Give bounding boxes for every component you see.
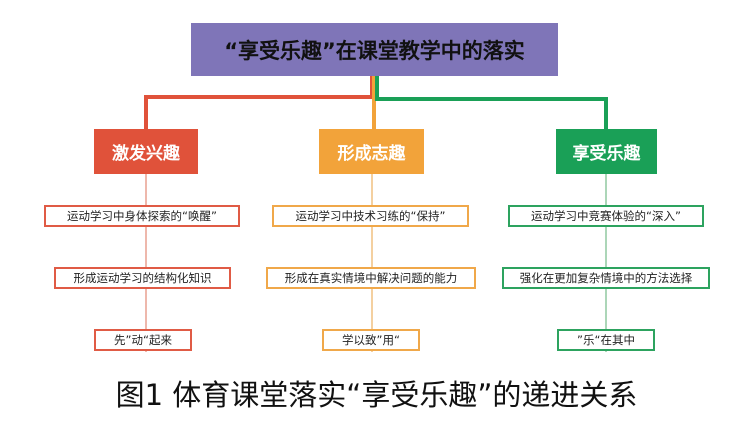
leaf-node: 运动学习中身体探索的“唤醒” [44, 205, 240, 227]
root-node: “享受乐趣”在课堂教学中的落实 [191, 23, 558, 76]
leaf-node: 学以致”用“ [322, 329, 420, 351]
leaf-node: ”乐“在其中 [557, 329, 655, 351]
branch-node-stimulate-interest: 激发兴趣 [94, 129, 198, 174]
leaf-node: 运动学习中竞赛体验的“深入” [508, 205, 704, 227]
leaf-node: 运动学习中技术习练的“保持” [272, 205, 469, 227]
figure-caption: 图1 体育课堂落实“享受乐趣”的递进关系 [115, 378, 638, 412]
branch-node-enjoy-fun: 享受乐趣 [556, 129, 657, 174]
leaf-node: 强化在更加复杂情境中的方法选择 [502, 267, 710, 289]
leaf-node: 先”动“起来 [94, 329, 192, 351]
connector-root-green [375, 76, 608, 129]
branch-node-form-aspiration: 形成志趣 [319, 129, 424, 174]
leaf-node: 形成在真实情境中解决问题的能力 [266, 267, 476, 289]
connector-root-red [144, 76, 374, 129]
leaf-node: 形成运动学习的结构化知识 [54, 267, 231, 289]
